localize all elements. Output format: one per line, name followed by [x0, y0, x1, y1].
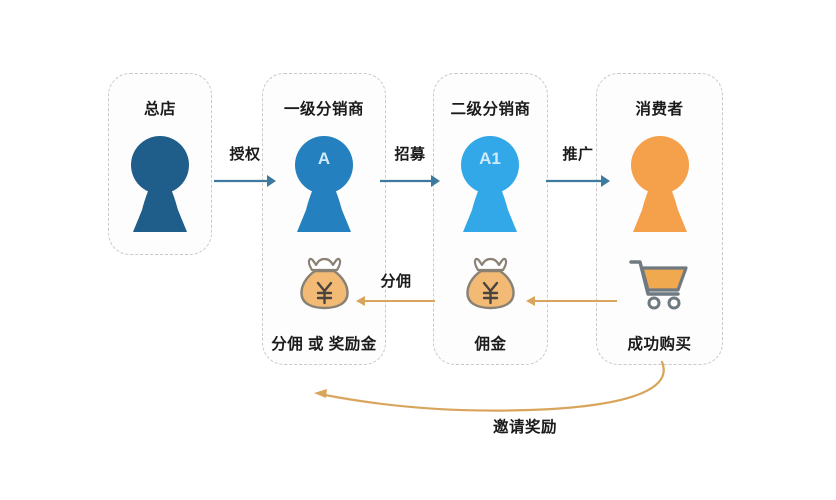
- stage-title-headquarters: 总店: [143, 101, 176, 118]
- figure-headquarters: [127, 136, 193, 234]
- shopping-cart-icon-consumer: [628, 256, 692, 312]
- caption-consumer: 成功购买: [627, 336, 692, 353]
- figure-consumer: [627, 136, 693, 234]
- money-bag-icon-level2: [463, 256, 518, 312]
- flow-arrow-promote: 推广: [545, 143, 611, 191]
- flow-arrow-commission-split: 分佣: [355, 270, 437, 310]
- money-bag-icon-level1: [297, 256, 352, 312]
- stage-title-level2: 二级分销商: [450, 101, 531, 118]
- flow-label-authorize: 授权: [229, 146, 261, 163]
- flow-label-commission-split: 分佣: [380, 273, 412, 290]
- flow-label-invite-reward: 邀请奖励: [492, 419, 557, 436]
- flow-arrow-recruit: 招募: [379, 143, 441, 191]
- flow-arrow-invite-reward: [300, 360, 700, 420]
- caption-level1: 分佣 或 奖励金: [271, 336, 377, 353]
- stage-title-consumer: 消费者: [635, 101, 684, 118]
- flow-arrow-authorize: 授权: [213, 143, 277, 191]
- stage-title-level1: 一级分销商: [283, 101, 364, 118]
- flow-label-promote: 推广: [562, 146, 594, 163]
- flow-arrow-purchase-pay: [525, 270, 619, 310]
- figure-level1: A: [291, 136, 357, 234]
- figure-level2: A1: [457, 136, 523, 234]
- caption-level2: 佣金: [474, 336, 507, 353]
- flow-label-recruit: 招募: [394, 146, 426, 163]
